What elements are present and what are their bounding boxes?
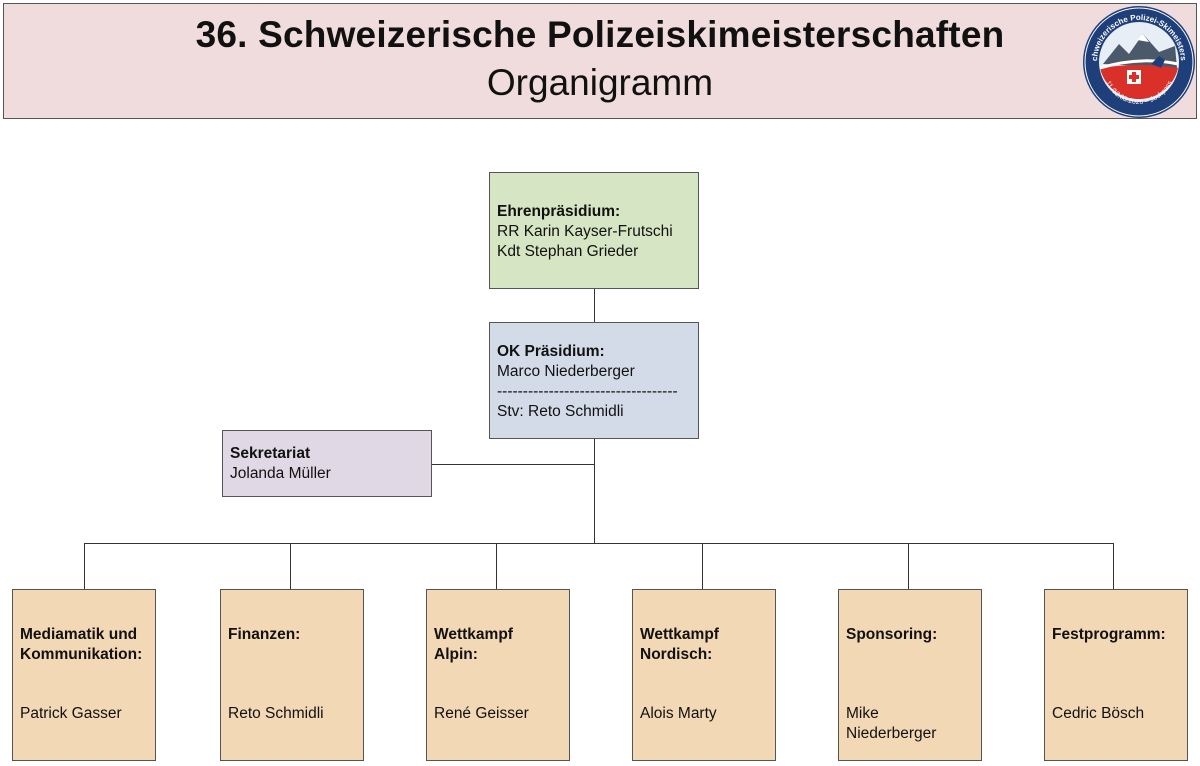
department-person-line: Niederberger <box>846 725 937 742</box>
department-person: René Geisser <box>434 704 569 724</box>
department-person-line: René Geisser <box>434 705 529 722</box>
department-box-finanzen: Finanzen: Reto Schmidli <box>220 589 364 761</box>
department-title-line: Alpin: <box>434 646 478 663</box>
ok-praesidium-divider: ----------------------------------- <box>497 383 678 400</box>
department-title: Wettkampf Alpin: <box>434 625 569 665</box>
page-subtitle: Organigramm <box>486 62 714 103</box>
department-person-line: Mike <box>846 705 879 722</box>
department-box-festprogramm: Festprogramm: Cedric Bösch <box>1044 589 1188 761</box>
ehrenpraesidium-member: RR Karin Kayser-Frutschi <box>497 223 673 240</box>
department-person: Mike Niederberger <box>846 704 981 744</box>
sekretariat-title: Sekretariat <box>230 445 311 462</box>
department-box-sponsoring: Sponsoring: Mike Niederberger <box>838 589 982 761</box>
department-title: Mediamatik und Kommunikation: <box>20 625 155 665</box>
department-title: Sponsoring: <box>846 625 981 645</box>
department-person: Reto Schmidli <box>228 704 363 724</box>
sekretariat-name: Jolanda Müller <box>230 465 331 482</box>
department-box-mediamatik: Mediamatik und Kommunikation: Patrick Ga… <box>12 589 156 761</box>
department-box-wettkampf-nordisch: Wettkampf Nordisch: Alois Marty <box>632 589 776 761</box>
department-person: Cedric Bösch <box>1052 704 1187 724</box>
department-title: Wettkampf Nordisch: <box>640 625 775 665</box>
department-person: Alois Marty <box>640 704 775 724</box>
ehrenpraesidium-member: Kdt Stephan Grieder <box>497 243 639 260</box>
department-title-line: Kommunikation: <box>20 646 143 663</box>
department-title-line: Wettkampf <box>434 626 513 643</box>
event-logo: 36. Schweizerische Polizei-Skimeistersch… <box>1081 4 1195 118</box>
sekretariat-box: Sekretariat Jolanda Müller <box>222 430 432 497</box>
department-box-wettkampf-alpin: Wettkampf Alpin: René Geisser <box>426 589 570 761</box>
ok-praesidium-title: OK Präsidium: <box>497 343 605 360</box>
department-person-line: Cedric Bösch <box>1052 705 1145 722</box>
department-title-line: Nordisch: <box>640 646 713 663</box>
department-person-line: Alois Marty <box>640 705 717 722</box>
header-banner <box>3 3 1197 119</box>
ok-praesidium-name: Marco Niederberger <box>497 363 635 380</box>
page-title: 36. Schweizerische Polizeiskimeisterscha… <box>195 14 1005 55</box>
department-title-line: Festprogramm: <box>1052 626 1166 643</box>
department-person-line: Reto Schmidli <box>228 705 324 722</box>
department-title: Festprogramm: <box>1052 625 1187 645</box>
department-title-line: Mediamatik und <box>20 626 138 643</box>
ok-praesidium-box: OK Präsidium: Marco Niederberger -------… <box>489 322 699 439</box>
department-title: Finanzen: <box>228 625 363 645</box>
ehrenpraesidium-title: Ehrenpräsidium: <box>497 203 621 220</box>
ok-praesidium-deputy: Stv: Reto Schmidli <box>497 403 624 420</box>
department-person-line: Patrick Gasser <box>20 705 122 722</box>
department-title-line: Finanzen: <box>228 626 301 643</box>
ehrenpraesidium-box: Ehrenpräsidium: RR Karin Kayser-Frutschi… <box>489 172 699 289</box>
department-title-line: Wettkampf <box>640 626 719 643</box>
department-title-line: Sponsoring: <box>846 626 938 643</box>
department-person: Patrick Gasser <box>20 704 155 724</box>
